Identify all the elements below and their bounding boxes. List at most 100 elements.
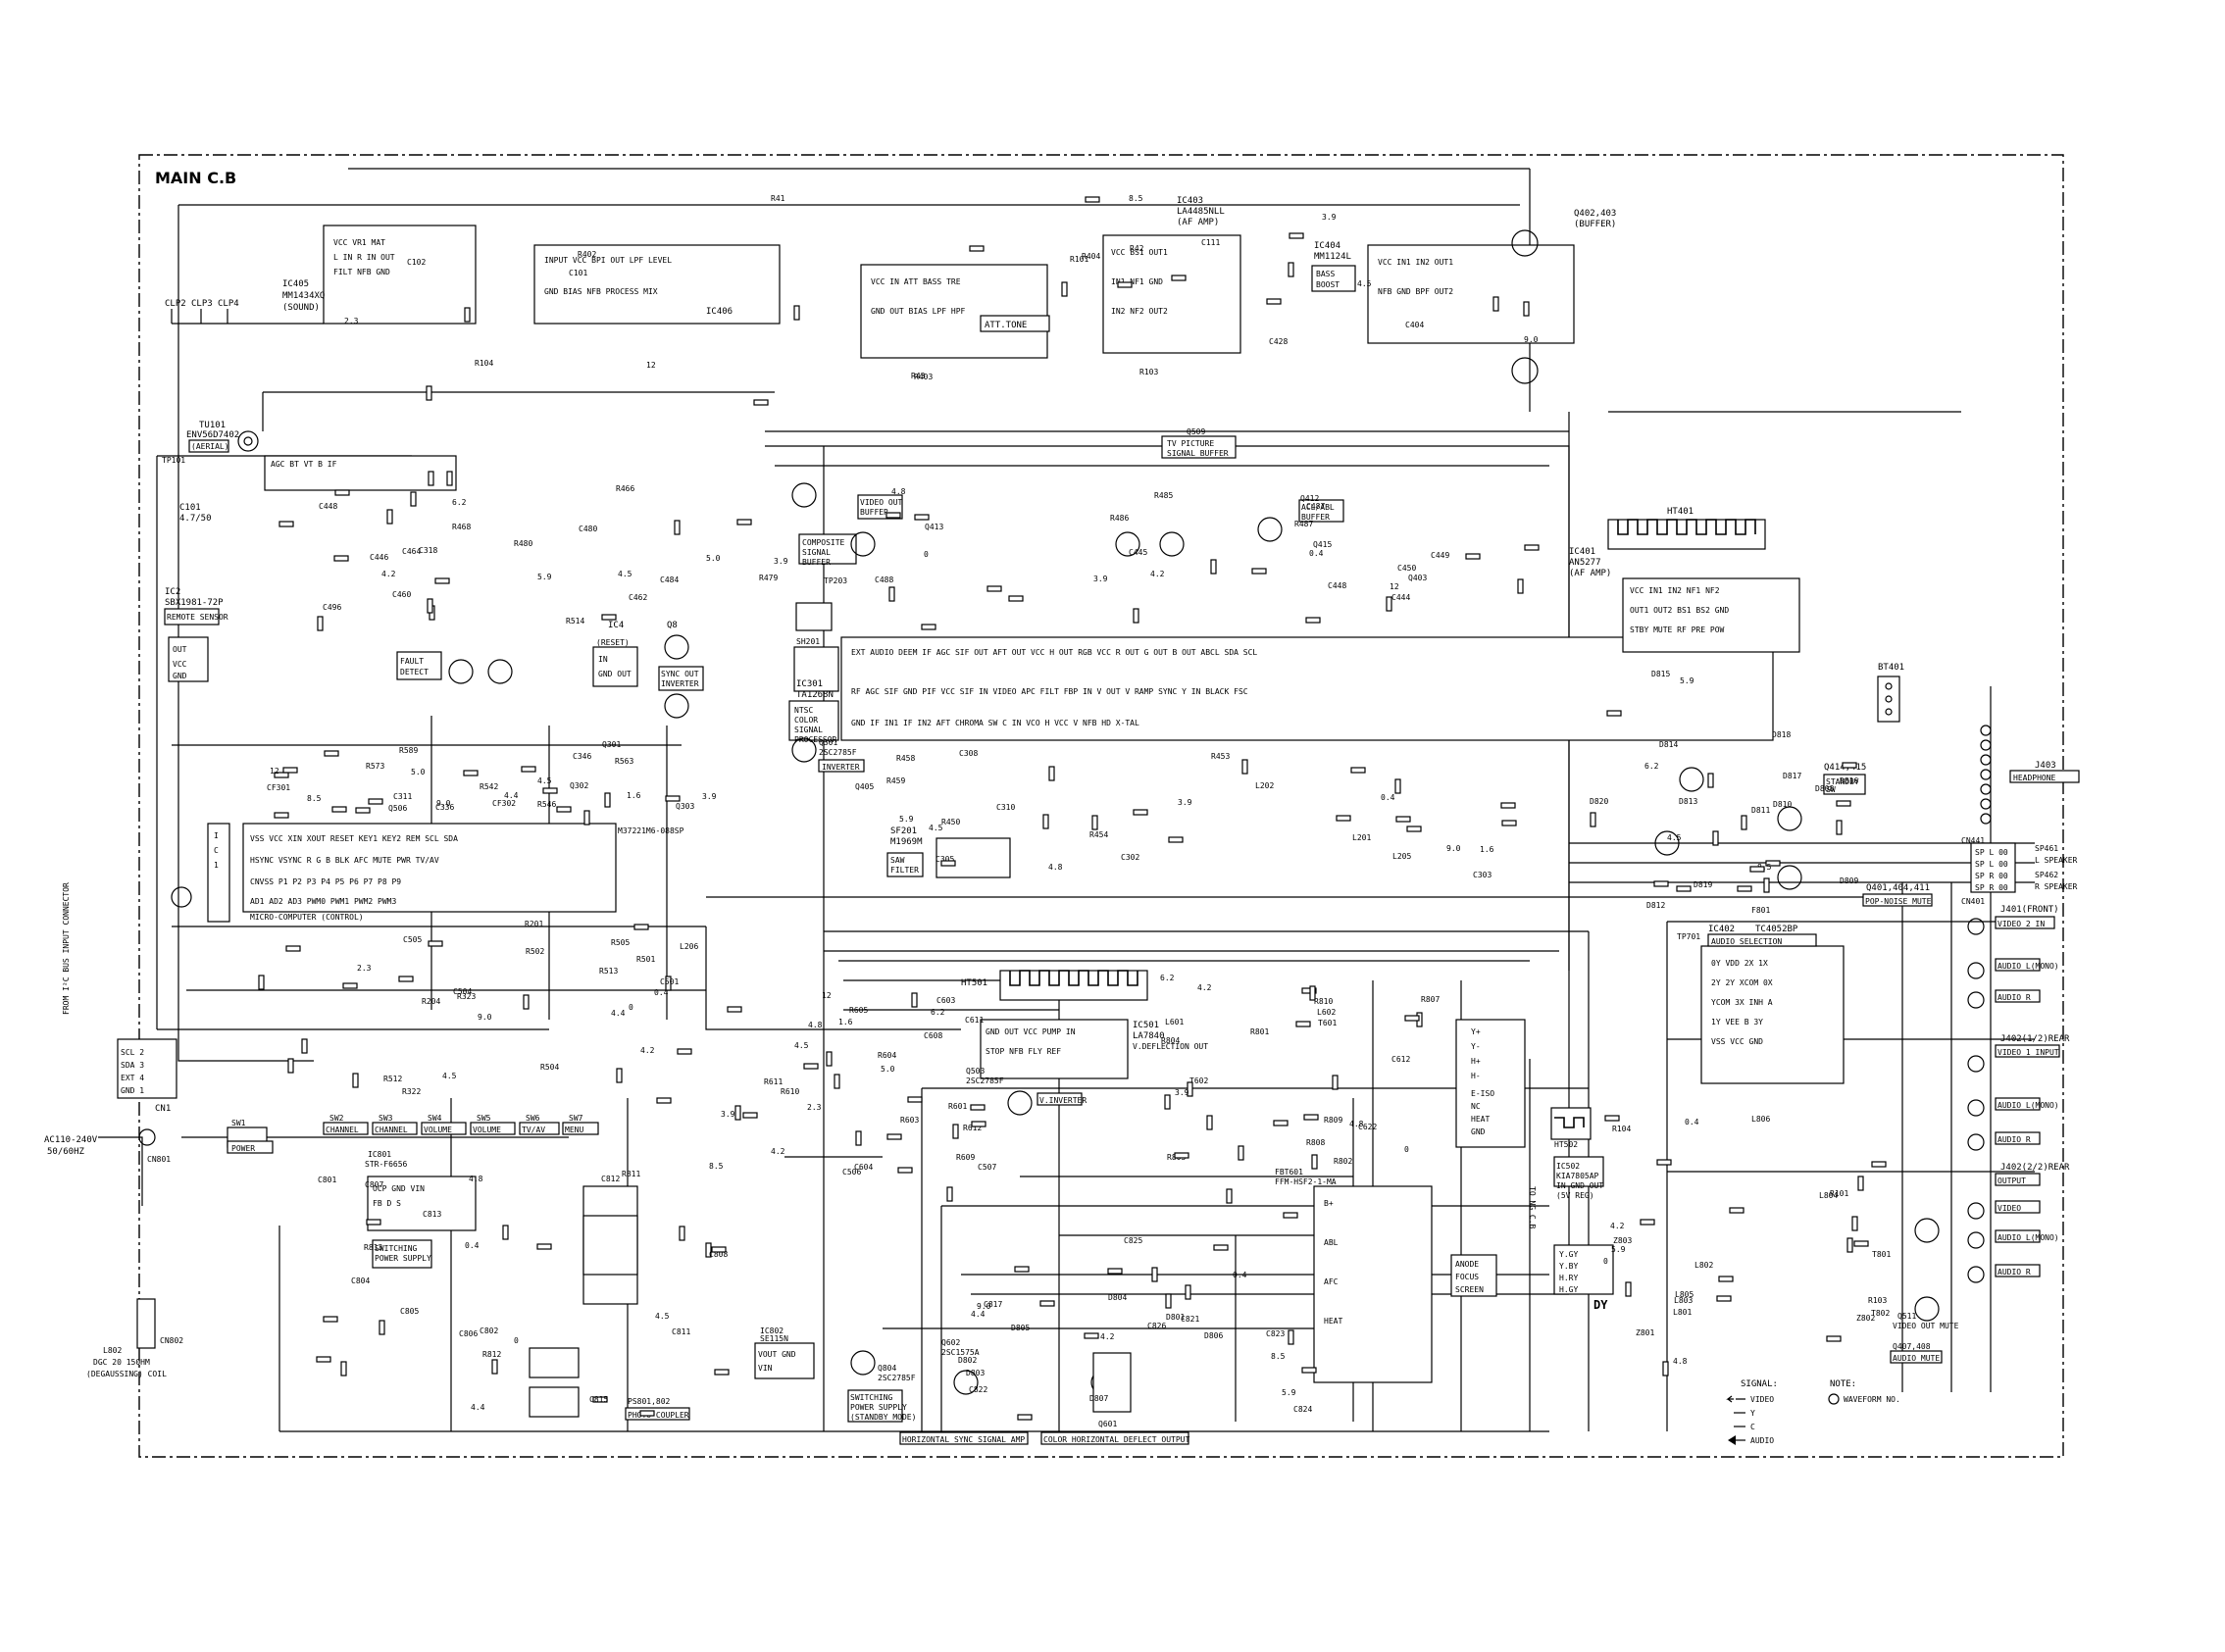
svg-text:L802: L802 [103,1346,122,1355]
passive-component [355,807,371,814]
part-label: C488 [875,576,893,584]
part-label: R612 [963,1124,982,1132]
part-label: R513 [599,967,618,976]
svg-text:WAVEFORM NO.: WAVEFORM NO. [1844,1395,1900,1404]
part-label: R402 [578,250,596,259]
passive-component [907,1096,923,1103]
part-label: R810 [1314,997,1333,1006]
svg-text:J401(FRONT): J401(FRONT) [2000,905,2059,915]
svg-text:COLOR: COLOR [794,716,818,725]
pin-voltage: 3.9 [702,792,717,801]
part-label: L601 [1165,1018,1184,1026]
svg-text:IC402: IC402 [1708,925,1735,934]
passive-component [1712,830,1719,846]
part-label: R601 [948,1102,967,1111]
passive-component [971,1121,986,1127]
part-label: R802 [1334,1157,1352,1166]
svg-text:VIDEO: VIDEO [1997,1204,2021,1213]
svg-text:OCP GND VIN: OCP GND VIN [373,1184,425,1193]
passive-component [285,945,301,952]
svg-text:V.DEFLECTION OUT: V.DEFLECTION OUT [1133,1042,1208,1051]
passive-component [679,1226,685,1241]
part-label: D807 [1089,1394,1108,1403]
svg-text:TU101: TU101 [199,421,226,430]
part-label: C444 [1391,593,1410,602]
part-label: CF302 [492,799,516,808]
svg-text:POP-NOISE MUTE: POP-NOISE MUTE [1865,897,1932,906]
svg-text:J403: J403 [2035,761,2056,771]
svg-text:AUDIO R: AUDIO R [1997,993,2031,1002]
passive-component [331,806,347,813]
part-label: D815 [1651,670,1670,678]
front-input-jacks: J401(FRONT) VIDEO 2 IN AUDIO L(MONO) AUD… [1967,905,2059,1009]
passive-component [426,385,432,401]
svg-text:Q511: Q511 [1897,1312,1916,1321]
passive-component [334,489,350,496]
svg-text:STBY MUTE RF PRE POW: STBY MUTE RF PRE POW [1630,626,1725,634]
ic4-reset: IC4 IN GND OUT (RESET) [592,621,638,687]
passive-component [911,992,918,1008]
board-title: MAIN C.B [155,169,236,187]
passive-component [616,1068,623,1083]
passive-component [1826,1335,1842,1342]
passive-component [1851,1216,1858,1231]
pin-voltage: 8.5 [307,794,322,803]
svg-text:MICRO-COMPUTER (CONTROL): MICRO-COMPUTER (CONTROL) [250,913,364,922]
passive-component [921,624,936,630]
svg-text:SH201: SH201 [796,637,820,646]
part-label: R201 [525,920,543,928]
svg-text:STR-F6656: STR-F6656 [365,1160,408,1169]
svg-text:VOUT GND: VOUT GND [758,1350,796,1359]
part-label: R459 [886,776,905,785]
ic801-switching-ps: OCP GND VIN FB D S IC801 STR-F6656 SWITC… [365,1150,638,1305]
passive-component [1857,1176,1864,1191]
passive-component [366,1219,381,1226]
svg-text:GND 1: GND 1 [121,1086,144,1095]
part-label: L201 [1352,833,1371,842]
svg-text:CN1: CN1 [155,1104,171,1114]
part-label: C822 [969,1385,987,1394]
anode-focus-screen: ANODE FOCUS SCREEN [1450,1254,1497,1297]
part-label: L803 [1674,1296,1693,1305]
svg-text:AUDIO MUTE: AUDIO MUTE [1893,1354,1940,1363]
part-label: R42 [1130,244,1144,253]
passive-component [914,514,930,521]
video-out-mute: Q511 VIDEO OUT MUTE Q407,408 AUDIO MUTE [1890,1218,1959,1364]
svg-text:FB D S: FB D S [373,1199,401,1208]
svg-text:IC405: IC405 [282,279,309,289]
svg-text:SIGNAL: SIGNAL [794,726,823,734]
part-label: C484 [660,576,679,584]
part-label: L602 [1317,1008,1336,1017]
part-label: D805 [1011,1324,1030,1332]
svg-text:CLP4: CLP4 [218,299,239,309]
svg-text:TC4052BP: TC4052BP [1755,925,1798,934]
pin-voltage: 4.4 [971,1310,986,1319]
passive-component [379,1320,385,1335]
svg-text:POWER: POWER [231,1144,255,1153]
passive-component [1241,759,1248,775]
svg-text:Q401,404,411: Q401,404,411 [1866,883,1930,893]
passive-component [386,509,393,525]
svg-text:Y-: Y- [1471,1042,1481,1051]
part-label: R505 [611,938,630,947]
part-label: R589 [399,746,418,755]
svg-text:PHOTO COUPLER: PHOTO COUPLER [628,1411,689,1420]
part-label: R404 [1082,252,1100,261]
part-label: C464 [402,547,421,556]
passive-component [633,924,649,930]
part-label: D818 [1772,730,1791,739]
passive-component [1288,1329,1294,1345]
svg-text:SWITCHING: SWITCHING [375,1244,418,1253]
svg-text:SP R 00: SP R 00 [1975,872,2008,880]
svg-text:MENU: MENU [565,1126,583,1134]
part-label: D803 [966,1369,985,1377]
part-label: C821 [1181,1315,1199,1324]
sync-out-inverter: Q8 SYNC OUT INVERTER [658,621,704,719]
part-label: R812 [482,1350,501,1359]
passive-component [1590,812,1596,827]
ic406-subwoofer: INPUT VCC BPI OUT LPF LEVEL GND BIAS NFB… [533,244,781,325]
part-label: R103 [1868,1296,1887,1305]
part-label: R322 [402,1087,421,1096]
passive-component [1210,559,1217,575]
